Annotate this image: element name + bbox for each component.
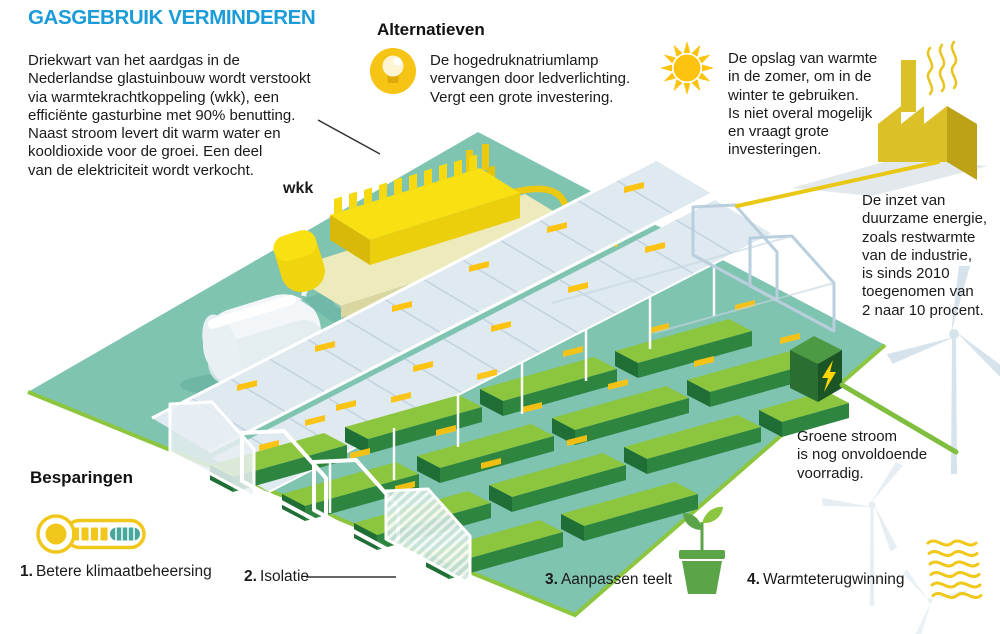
end-frame-gables bbox=[551, 203, 836, 334]
thermometer-icon bbox=[36, 514, 146, 554]
green-power-line bbox=[839, 382, 959, 455]
page-title: GASGEBRUIK VERMINDEREN bbox=[28, 6, 316, 29]
roof-lamp-bars bbox=[237, 182, 644, 391]
saving-label-2: Isolatie bbox=[259, 568, 310, 585]
saving-item-2: 2.Isolatie bbox=[244, 568, 309, 586]
saving-label-4: Warmteterugwinning bbox=[762, 571, 905, 588]
saving-item-1: 1.Betere klimaatbeheersing bbox=[20, 563, 212, 581]
led-lamp-icon bbox=[370, 48, 416, 94]
heat-waves-icon-small bbox=[926, 40, 958, 96]
sun-icon bbox=[660, 41, 714, 95]
saving-label-3: Aanpassen teelt bbox=[560, 571, 673, 588]
greenhouse-roof bbox=[151, 158, 773, 493]
wkk-label: wkk bbox=[283, 180, 314, 197]
lightning-bolt-icon bbox=[822, 360, 836, 392]
saving-item-3: 3.Aanpassen teelt bbox=[545, 571, 672, 589]
industrial-heat-text: De inzet van duurzame energie, zoals res… bbox=[862, 192, 988, 319]
heat-waves-icon bbox=[926, 539, 983, 599]
green-power-text: Groene stroom is nog onvoldoende voorrad… bbox=[797, 428, 928, 482]
buffer-tank bbox=[180, 278, 359, 398]
frame-posts bbox=[328, 264, 716, 513]
saving-number-1: 1. bbox=[20, 563, 33, 580]
insulation-screen bbox=[384, 487, 472, 586]
electricity-box bbox=[790, 336, 842, 402]
front-gables bbox=[168, 400, 472, 586]
plant-icon bbox=[679, 506, 725, 594]
saving-number-3: 3. bbox=[545, 571, 558, 588]
factory-icon bbox=[792, 40, 988, 196]
hanging-lamp-bars bbox=[305, 300, 800, 492]
saving-label-1: Betere klimaatbeheersing bbox=[35, 563, 212, 580]
saving-item-4: 4.Warmteterugwinning bbox=[747, 571, 905, 589]
saving-number-4: 4. bbox=[747, 571, 760, 588]
saving-number-2: 2. bbox=[244, 568, 257, 585]
intro-paragraph: Driekwart van het aardgas in de Nederlan… bbox=[28, 52, 311, 179]
industrial-heat-line bbox=[735, 160, 940, 208]
alternatieven-header: Alternatieven bbox=[377, 20, 485, 39]
leader-lines bbox=[306, 119, 396, 578]
led-lamp-text: De hogedruknatriumlamp vervangen door le… bbox=[430, 52, 631, 106]
heat-storage-text: De opslag van warmte in de zomer, om in … bbox=[728, 50, 878, 159]
besparingen-header: Besparingen bbox=[30, 468, 133, 487]
